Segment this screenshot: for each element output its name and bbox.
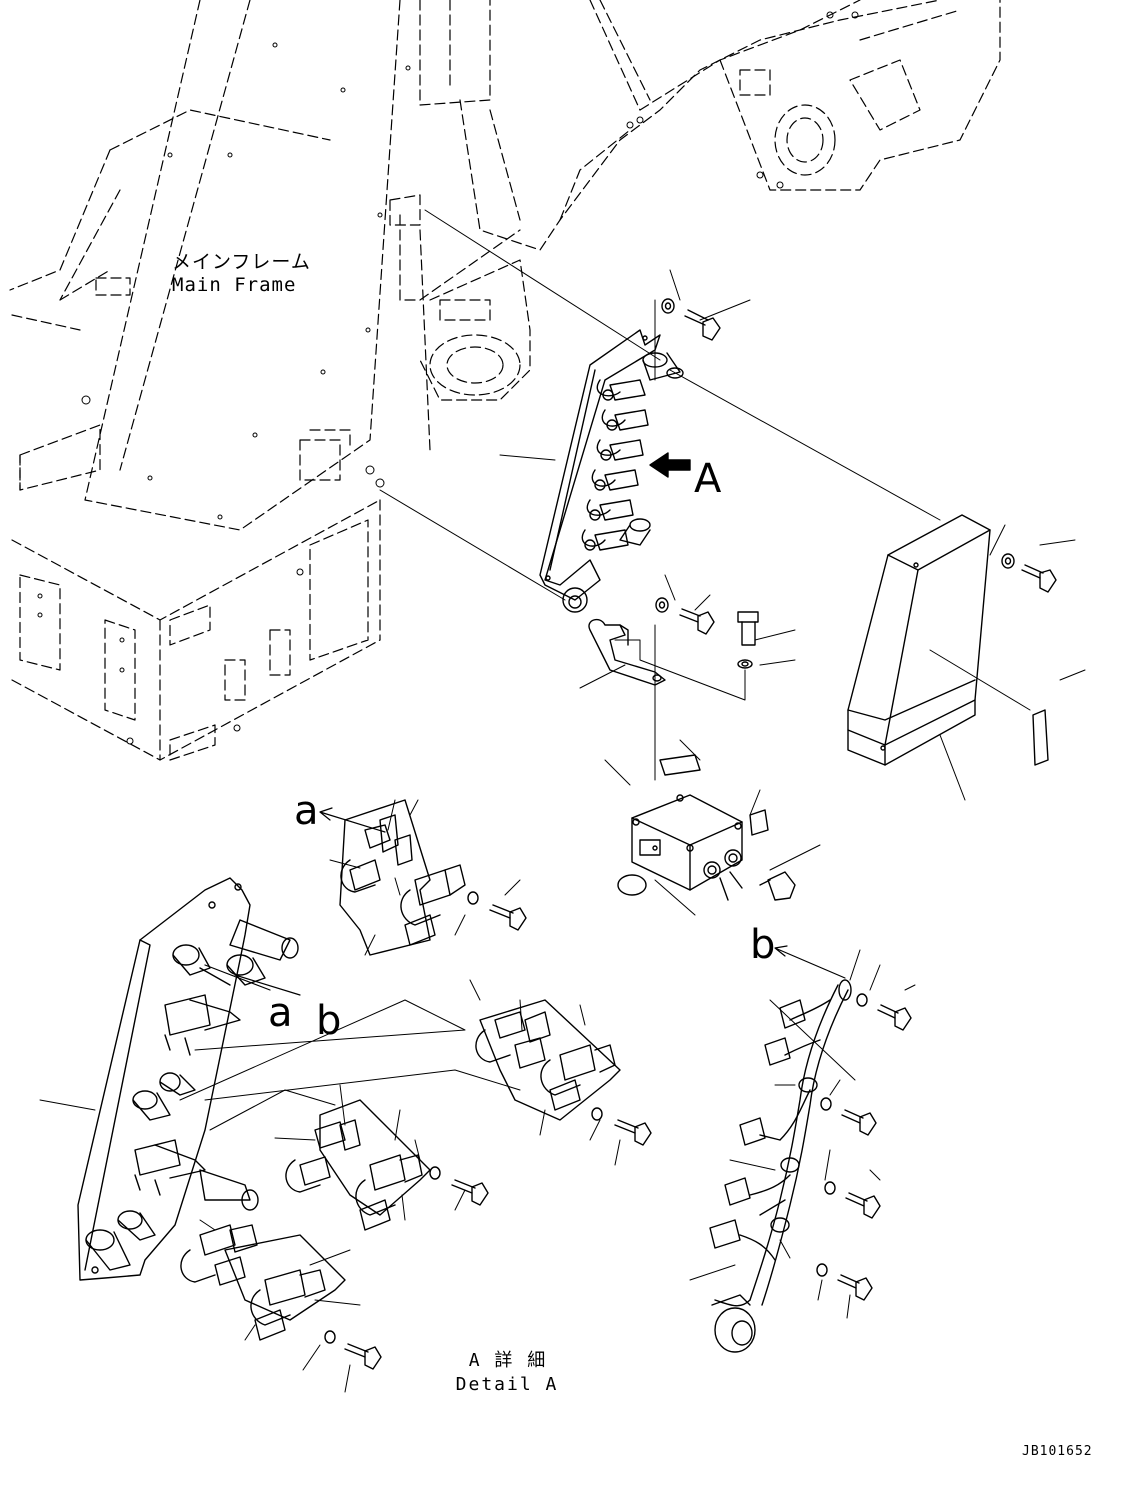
- main-frame-label-en: Main Frame: [172, 274, 297, 296]
- ref-arrow-a-top-icon: [319, 807, 386, 833]
- assembly-lines: [39, 209, 1086, 1131]
- ref-label-a-plate: a: [268, 990, 293, 1036]
- ref-arrow-plate-icon: [204, 964, 301, 996]
- fuse-box-assembly: [539, 329, 684, 613]
- main-frame-holes: [37, 11, 859, 745]
- label-tag: [659, 754, 701, 776]
- view-arrow-label: A: [694, 456, 722, 502]
- ref-label-b-plate: b: [316, 998, 342, 1044]
- detail-label-jp: A 詳 細: [468, 1350, 548, 1371]
- fuse-holder-group: [180, 799, 652, 1370]
- main-frame-outline: [9, 0, 1001, 761]
- control-box: [617, 794, 796, 901]
- view-arrow-icon: [649, 452, 691, 478]
- bolt-icon-group-top: [655, 298, 1057, 669]
- clamp-bracket: [588, 618, 666, 686]
- drawing-code: JB101652: [1022, 1444, 1093, 1459]
- cover-panel: [847, 514, 1049, 766]
- ref-label-b-right: b: [750, 922, 776, 968]
- callout-leaders: [199, 799, 916, 1393]
- ref-arrow-b-right-icon: [774, 945, 846, 979]
- detail-plate: [77, 877, 299, 1281]
- ref-label-a-top: a: [294, 788, 319, 834]
- main-frame-label-jp: メインフレーム: [172, 251, 311, 273]
- detail-label-en: Detail A: [455, 1374, 559, 1395]
- wire-harness: [709, 979, 912, 1353]
- label-tag-small: [749, 809, 769, 836]
